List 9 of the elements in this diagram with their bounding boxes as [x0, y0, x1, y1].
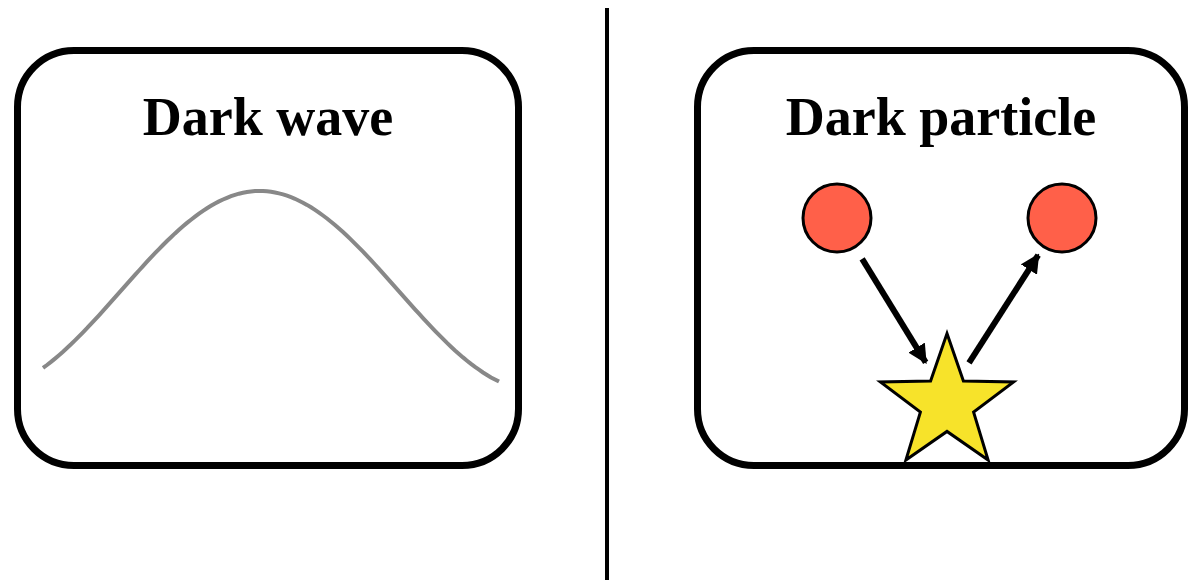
rounded-panel	[14, 47, 522, 469]
particle-circle	[1026, 182, 1098, 254]
rounded-panel	[694, 47, 1188, 469]
interaction-star	[873, 332, 1021, 462]
panel-title: Dark wave	[141, 86, 395, 148]
arrow	[859, 257, 929, 364]
arrow	[966, 253, 1041, 365]
panel-title: Dark particle	[784, 86, 1098, 148]
particle-circle	[801, 182, 873, 254]
